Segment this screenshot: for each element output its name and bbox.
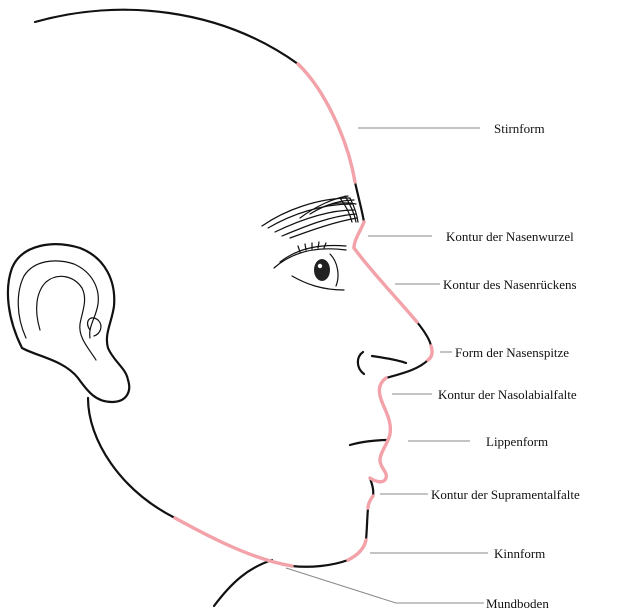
eye-corner [330,254,338,286]
skull-outline [35,10,298,64]
label-nasenspitze: Form der Nasenspitze [455,345,569,360]
label-kinnform: Kinnform [494,546,545,561]
chin-front-outline [366,508,368,540]
eyebrow [262,196,358,238]
jaw-outline [88,398,175,518]
highlighted-contours [175,64,432,566]
iris [314,259,330,281]
nose-tip-outline [417,322,431,346]
ear-outer [8,244,129,402]
chin-bottom-outline [292,560,348,567]
mouth-line [350,440,387,445]
head-outline [35,10,431,606]
ear-helix [18,261,98,338]
label-mundboden: Mundboden [486,596,549,611]
label-supramentalfalte: Kontur der Supramentalfalte [431,487,580,502]
label-nasenwurzel: Kontur der Nasenwurzel [446,229,574,244]
floor-of-mouth-contour [175,518,292,566]
label-nasolabialfalte: Kontur der Nasolabialfalte [438,387,577,402]
neck-outline [214,560,272,606]
forehead-contour [298,64,355,182]
nose-tip-contour [428,346,432,360]
labels: Stirnform Kontur der Nasenwurzel Kontur … [431,121,580,611]
label-stirnform: Stirnform [494,121,545,136]
nasolabial-contour [379,378,386,402]
eye-region [262,196,358,290]
upper-eyelid-crease [280,246,346,262]
nasal-root-contour [354,222,364,248]
nostril [358,352,406,374]
leader-lines [286,128,488,603]
ear [8,244,129,402]
eye-highlight [318,264,322,268]
label-nasenruecken: Kontur des Nasenrückens [443,277,577,292]
label-lippenform: Lippenform [486,434,548,449]
supramental-contour [368,496,373,508]
chin-contour [348,540,366,560]
nasal-bridge-contour [354,248,417,322]
leader-mundboden [286,568,484,603]
lip-contour [370,402,390,482]
ear-antihelix [37,276,96,360]
